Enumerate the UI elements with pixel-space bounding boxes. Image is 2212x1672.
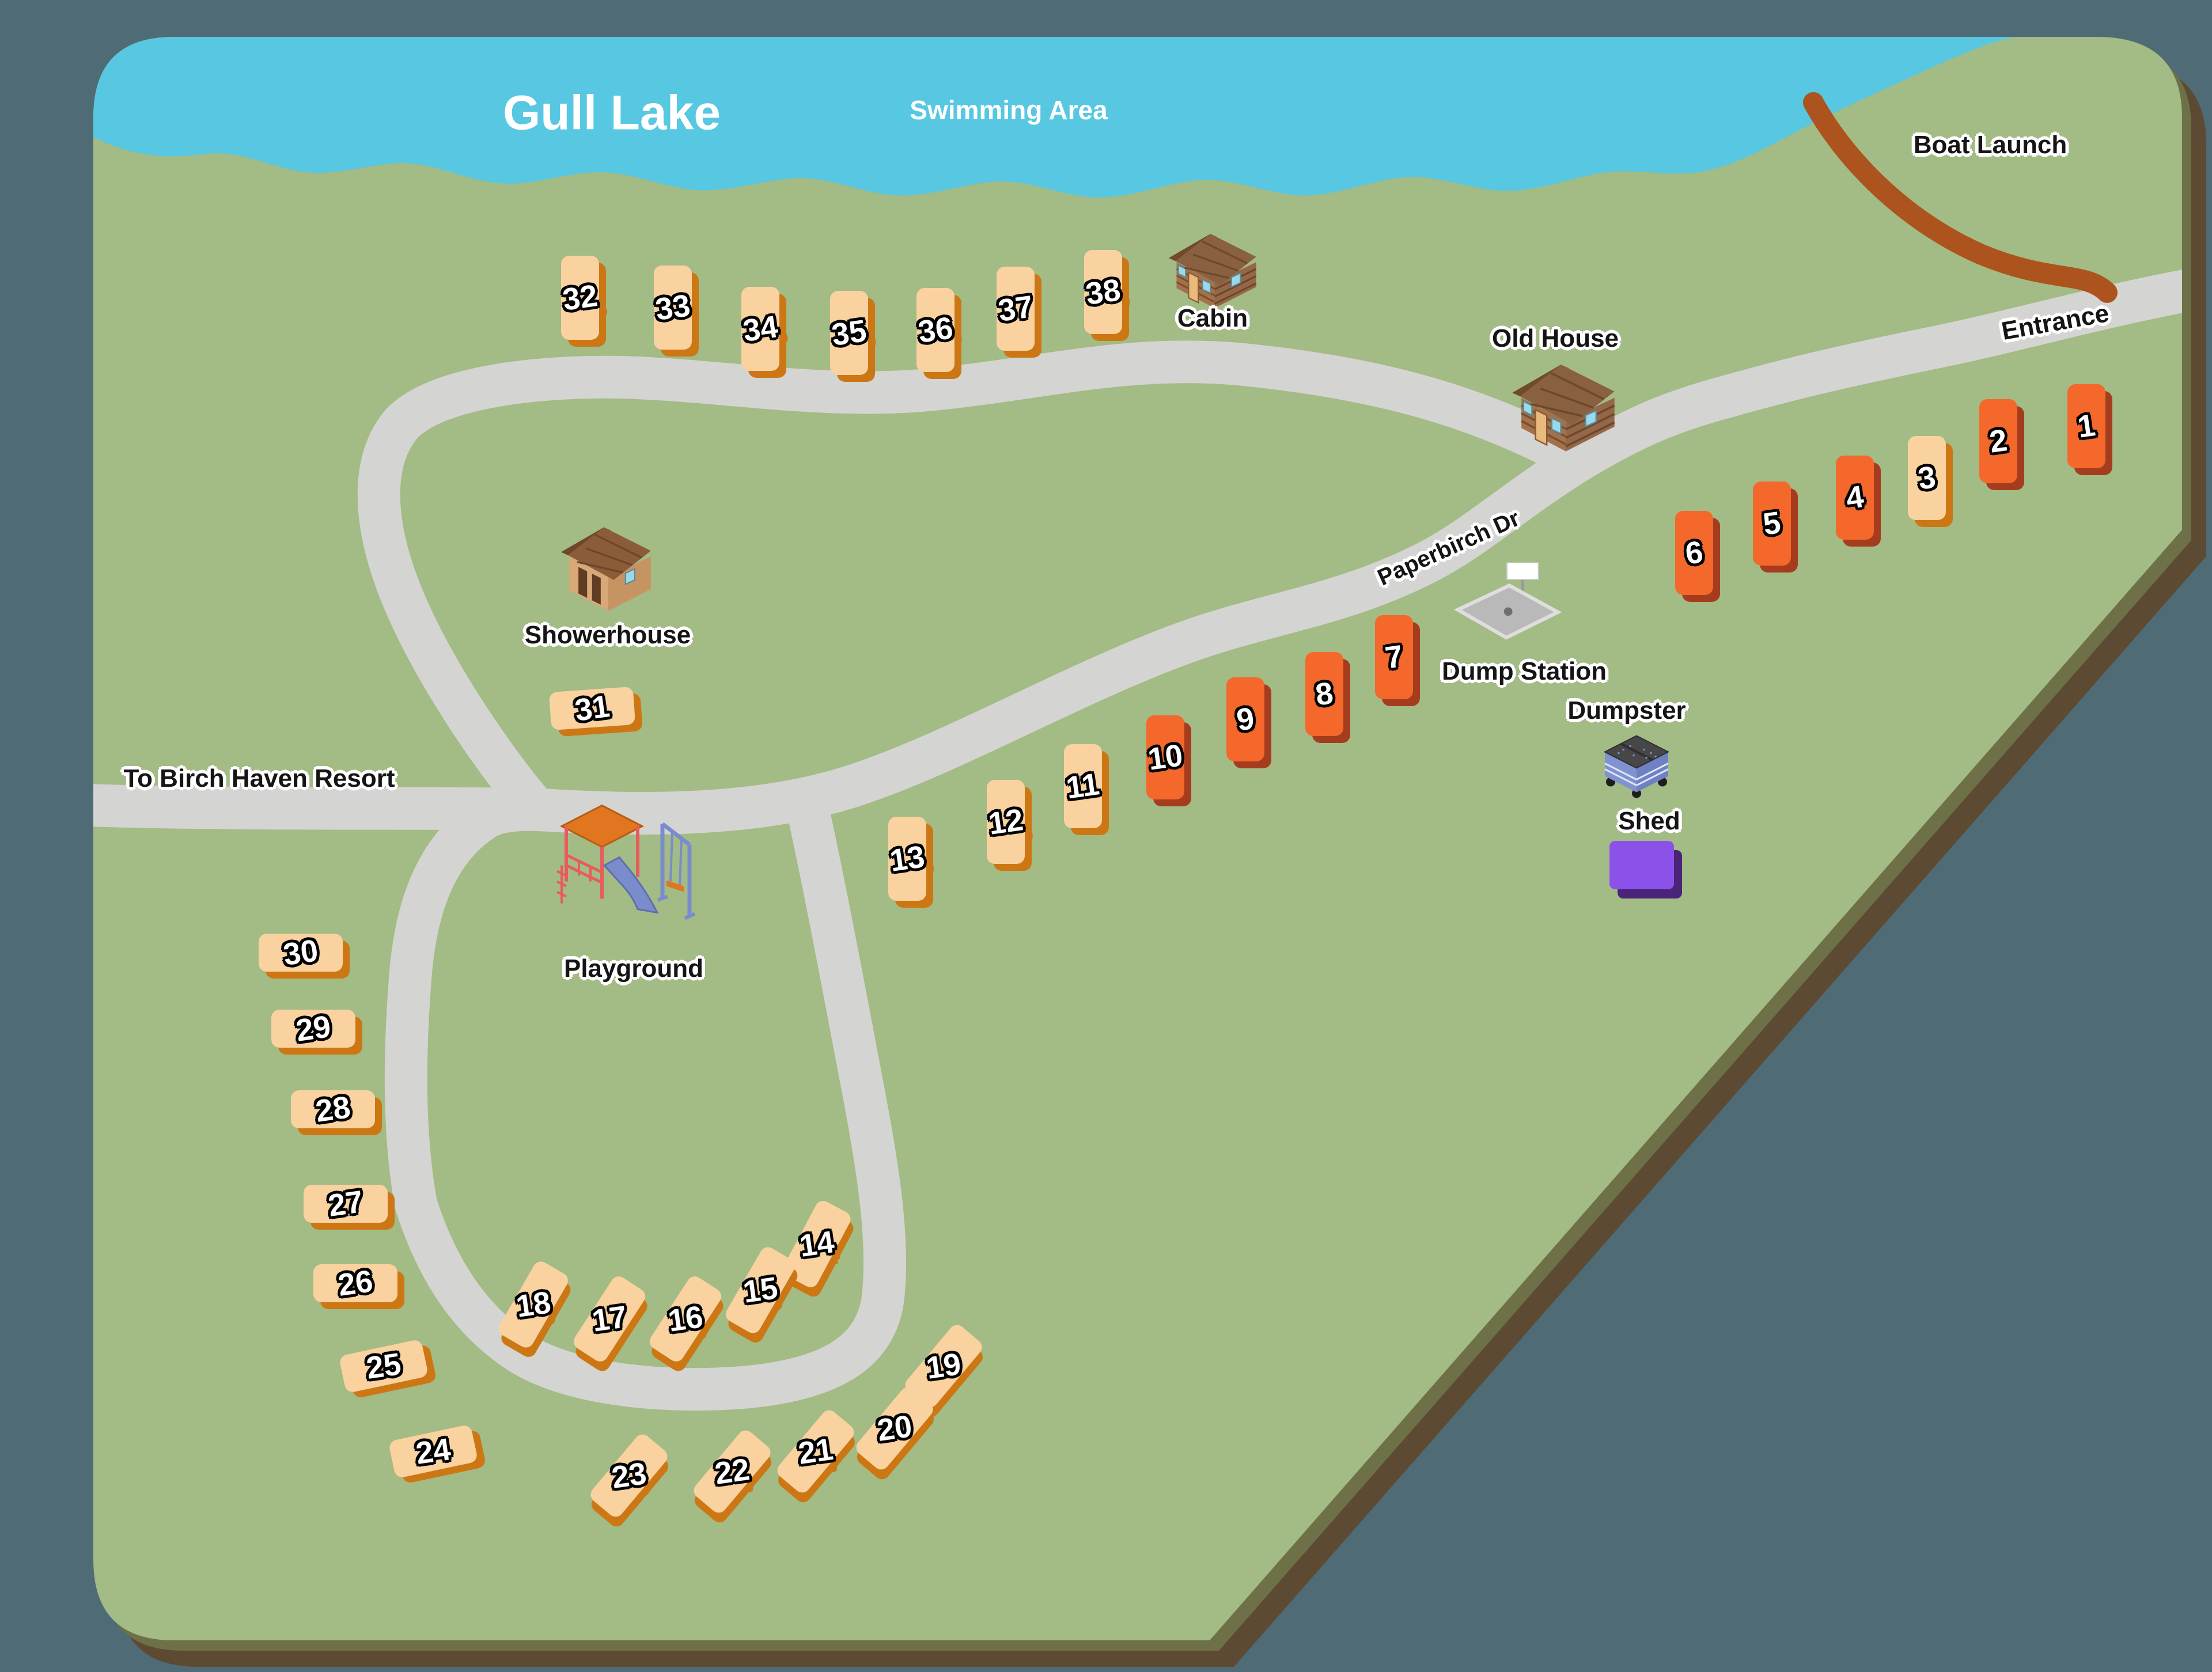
- site-number: 6: [1683, 534, 1706, 571]
- site-number: 23: [609, 1456, 649, 1495]
- site-marker-13[interactable]: 13: [888, 817, 927, 901]
- site-number: 38: [1084, 272, 1123, 312]
- site-number: 15: [741, 1271, 780, 1310]
- site-number: 3: [1915, 460, 1938, 496]
- dump-station-icon: [1449, 562, 1564, 657]
- site-marker-26[interactable]: 26: [313, 1264, 397, 1303]
- site-number: 9: [1234, 701, 1257, 738]
- site-number: 21: [796, 1432, 835, 1471]
- showerhouse-label: Showerhouse: [524, 621, 691, 649]
- site-marker-3[interactable]: 3: [1908, 436, 1946, 520]
- map-land: [93, 37, 2182, 1640]
- site-number: 11: [1064, 767, 1102, 806]
- dumpster-label: Dumpster: [1567, 696, 1686, 725]
- swimming-area-label: Swimming Area: [910, 95, 1108, 125]
- road-lower-loop: [384, 782, 907, 1411]
- site-number: 2: [1987, 423, 2010, 460]
- old-house-label: Old House: [1491, 324, 1619, 352]
- site-marker-28[interactable]: 28: [291, 1090, 375, 1129]
- site-marker-35[interactable]: 35: [830, 291, 869, 375]
- site-marker-2[interactable]: 2: [1979, 399, 2017, 483]
- site-number: 18: [514, 1285, 553, 1324]
- site-marker-27[interactable]: 27: [304, 1184, 388, 1223]
- site-number: 13: [888, 839, 927, 878]
- site-number: 8: [1313, 676, 1336, 712]
- site-marker-34[interactable]: 34: [741, 287, 780, 371]
- site-number: 17: [590, 1299, 629, 1339]
- site-marker-8[interactable]: 8: [1305, 652, 1343, 736]
- boat-launch-label: Boat Launch: [1913, 131, 2067, 159]
- site-number: 22: [713, 1452, 752, 1491]
- site-number: 16: [666, 1299, 705, 1339]
- playground-label: Playground: [563, 954, 704, 983]
- site-number: 5: [1760, 505, 1783, 542]
- site-marker-29[interactable]: 29: [271, 1009, 355, 1048]
- site-number: 24: [414, 1432, 453, 1471]
- site-marker-11[interactable]: 11: [1064, 744, 1102, 828]
- shed-icon: [1609, 841, 1674, 889]
- site-number: 28: [313, 1090, 353, 1129]
- site-number: 35: [830, 313, 869, 352]
- site-number: 33: [653, 288, 692, 327]
- site-marker-38[interactable]: 38: [1084, 250, 1123, 334]
- site-marker-10[interactable]: 10: [1146, 715, 1185, 799]
- site-marker-31[interactable]: 31: [548, 686, 636, 731]
- boat-launch-trail: [1803, 92, 2118, 303]
- site-number: 32: [560, 278, 600, 317]
- site-marker-37[interactable]: 37: [996, 267, 1035, 351]
- site-number: 19: [924, 1347, 963, 1386]
- lake-title: Gull Lake: [502, 85, 721, 140]
- site-number: 31: [573, 689, 612, 728]
- site-marker-36[interactable]: 36: [916, 288, 955, 372]
- site-number: 27: [326, 1184, 365, 1223]
- site-marker-9[interactable]: 9: [1226, 677, 1264, 761]
- cabin-icon: [1148, 214, 1269, 319]
- site-marker-30[interactable]: 30: [259, 933, 343, 972]
- site-marker-5[interactable]: 5: [1753, 481, 1791, 566]
- site-number: 26: [336, 1264, 375, 1303]
- road-upper-loop: [357, 340, 1600, 829]
- site-number: 10: [1146, 738, 1185, 777]
- dumpster-icon: [1593, 730, 1674, 803]
- site-marker-7[interactable]: 7: [1375, 615, 1413, 699]
- site-marker-1[interactable]: 1: [2067, 384, 2105, 468]
- site-marker-32[interactable]: 32: [560, 256, 600, 340]
- site-marker-12[interactable]: 12: [986, 780, 1025, 864]
- cabin-label: Cabin: [1177, 304, 1248, 332]
- site-number: 4: [1843, 479, 1866, 516]
- site-marker-33[interactable]: 33: [653, 266, 692, 350]
- site-number: 1: [2075, 408, 2098, 445]
- site-marker-6[interactable]: 6: [1675, 511, 1713, 595]
- site-number: 30: [281, 933, 320, 972]
- site-number: 20: [875, 1409, 914, 1448]
- site-number: 14: [797, 1224, 836, 1264]
- shed-label: Shed: [1618, 807, 1680, 835]
- site-number: 12: [986, 802, 1025, 841]
- dump-station-label: Dump Station: [1442, 657, 1607, 685]
- site-number: 29: [294, 1009, 333, 1048]
- old-house-icon: [1488, 341, 1630, 464]
- site-marker-4[interactable]: 4: [1836, 456, 1874, 540]
- showerhouse-icon: [540, 504, 664, 620]
- site-number: 7: [1382, 639, 1406, 676]
- site-number: 34: [741, 309, 780, 348]
- site-number: 36: [916, 310, 955, 350]
- offsite-road-label: To Birch Haven Resort: [123, 764, 395, 793]
- site-number: 37: [996, 289, 1035, 328]
- site-number: 25: [364, 1347, 403, 1386]
- playground-icon: [544, 791, 706, 932]
- lake: [93, 37, 2016, 198]
